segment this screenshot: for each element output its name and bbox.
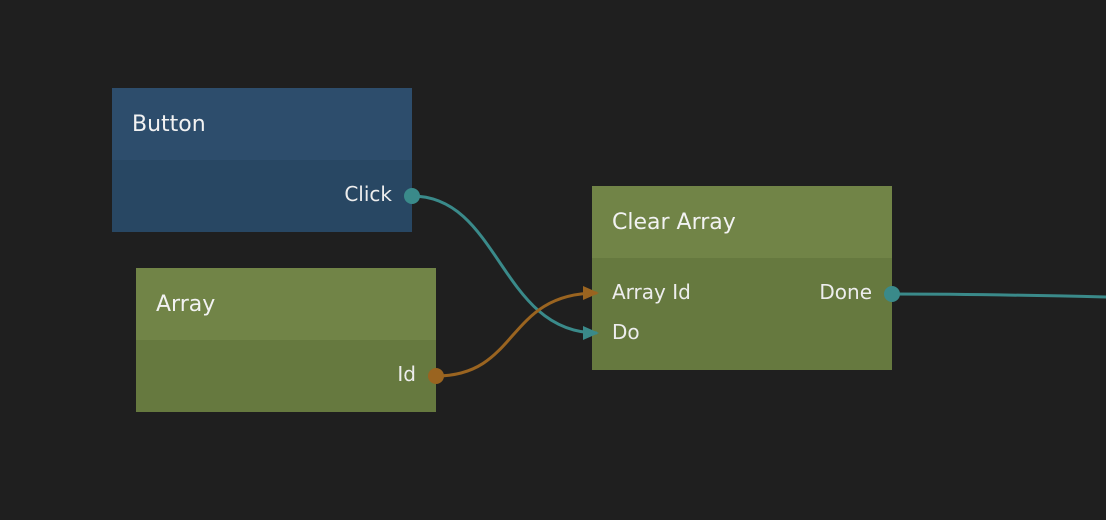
id-to-array-id-wire[interactable] (435, 291, 598, 378)
array-node-header[interactable]: Array (136, 268, 436, 340)
clear-array-node[interactable]: Clear Array Array Id Do Done (592, 186, 892, 370)
button-node-body: Click (112, 160, 412, 232)
array-id-port-label: Array Id (612, 280, 691, 304)
clear-array-node-header[interactable]: Clear Array (592, 186, 892, 258)
array-node[interactable]: Array Id (136, 268, 436, 412)
clear-array-node-body: Array Id Do Done (592, 258, 892, 370)
click-to-do-wire[interactable] (411, 194, 598, 335)
clear-array-node-title: Clear Array (612, 209, 736, 235)
button-node-title: Button (132, 111, 206, 137)
click-port-label: Click (344, 182, 392, 206)
do-port-label: Do (612, 320, 640, 344)
done-outgoing-wire[interactable] (891, 292, 1106, 299)
array-node-title: Array (156, 291, 216, 317)
array-node-body: Id (136, 340, 436, 412)
done-port-label: Done (819, 280, 872, 304)
button-node-header[interactable]: Button (112, 88, 412, 160)
button-node[interactable]: Button Click (112, 88, 412, 232)
id-port-label: Id (397, 362, 416, 386)
